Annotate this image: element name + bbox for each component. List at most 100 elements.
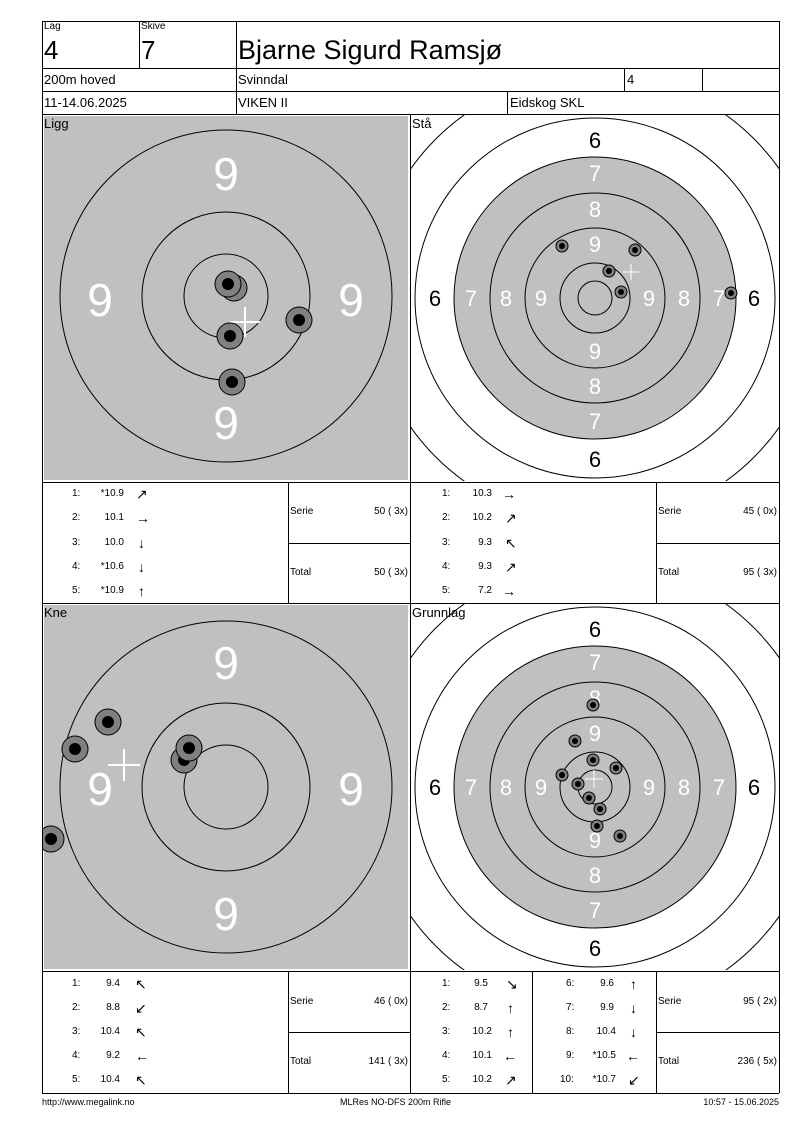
direction-arrow-icon: ↖ [505,535,517,551]
direction-arrow-icon: ↑ [507,1024,514,1040]
grunnlag-title: Grunnlag [412,605,466,620]
shot-marks [555,698,627,843]
list-item: 5: 7.2 → [442,583,516,599]
direction-arrow-icon: ↖ [135,1024,147,1040]
direction-arrow-icon: ↗ [505,510,517,526]
list-item: 2: 10.2 ↗ [442,510,517,526]
ligg-serie-value: 50 ( 3x) [374,506,408,517]
direction-arrow-icon: ↗ [136,486,148,502]
kne-title: Kne [44,605,68,620]
list-item: 2: 8.8 ↙ [72,1000,147,1016]
ligg-total-value: 50 ( 3x) [374,567,408,578]
lag-label: Lag [44,21,61,32]
list-item: 4: 9.2 ← [72,1048,149,1064]
direction-arrow-icon: → [136,510,150,526]
direction-arrow-icon: ↙ [135,1000,147,1016]
list-item: 3: 10.2 ↑ [442,1024,514,1040]
sta-serie-label: Serie [658,506,682,517]
club-label: Svinndal [238,72,288,87]
list-item: 7: 9.9 ↓ [566,1000,637,1016]
grunnlag-serie-label: Serie [658,996,682,1007]
ring-number: 9 [338,274,364,326]
ring-number: 9 [213,148,239,200]
list-item: 2: 10.1 → [72,510,150,526]
direction-arrow-icon: ↗ [505,559,517,575]
sta-serie-value: 45 ( 0x) [743,506,777,517]
direction-arrow-icon: → [502,583,516,599]
ligg-target: 9 9 9 9 [44,116,408,480]
direction-arrow-icon: ← [135,1048,149,1064]
direction-arrow-icon: ↑ [630,976,637,992]
sta-total-label: Total [658,567,680,578]
kne-serie-value: 46 ( 0x) [374,996,408,1007]
direction-arrow-icon: → [502,486,516,502]
center-cross-icon [623,264,639,280]
list-item: 2: 8.7 ↑ [442,1000,514,1016]
list-item: 1: 9.5 ↘ [442,976,518,992]
ligg-title: Ligg [44,116,69,131]
ring-number: 8 [589,197,601,222]
grunnlag-serie-value: 95 ( 2x) [743,996,777,1007]
ring-number: 6 [429,775,441,800]
grunnlag-total-label: Total [658,1056,680,1067]
venue-label: Eidskog SKL [510,95,585,110]
list-item: 1: 9.4 ↖ [72,976,147,992]
direction-arrow-icon: ↖ [135,1072,147,1088]
ring-number: 7 [589,161,601,186]
kne-total-label: Total [290,1056,312,1067]
sta-total-value: 95 ( 3x) [743,567,777,578]
list-item: 5: 10.4 ↖ [72,1072,147,1088]
ring-number: 6 [589,617,601,642]
ring-number: 9 [643,775,655,800]
list-item: 3: 10.0 ↓ [72,535,145,551]
ring-number: 9 [213,397,239,449]
direction-arrow-icon: ← [503,1048,517,1064]
center-cross-icon [230,307,260,337]
shot-marks [214,270,313,396]
sta-target: 6 6 6 6 7 7 7 7 8 8 8 8 9 9 9 9 [411,115,779,481]
district-label: VIKEN II [238,95,288,110]
ring-number: 9 [87,274,113,326]
ring-number: 6 [429,286,441,311]
ring-number: 7 [713,775,725,800]
ring-number: 8 [589,374,601,399]
center-cross-icon [585,770,603,788]
ring-number: 7 [465,775,477,800]
ring-number: 7 [713,286,725,311]
direction-arrow-icon: ↓ [630,1024,637,1040]
list-item: 5: 10.2 ↗ [442,1072,517,1088]
direction-arrow-icon: ↑ [507,1000,514,1016]
kne-target-background [44,605,408,969]
direction-arrow-icon: ↘ [506,976,518,992]
footer-url[interactable]: http://www.megalink.no [42,1097,135,1107]
class-label: 4 [627,72,635,87]
shot-marks [43,708,203,853]
date-label: 11-14.06.2025 [44,95,127,110]
list-item: 5: *10.9 ↑ [72,583,145,599]
ring-number: 8 [678,286,690,311]
ring-number: 9 [643,286,655,311]
ring-number: 9 [589,721,601,746]
list-item: 4: 10.1 ← [442,1048,517,1064]
ring-number: 8 [589,863,601,888]
kne-target: 9 9 9 9 [43,605,408,969]
ring-number: 6 [748,775,760,800]
ring-number: 8 [500,775,512,800]
direction-arrow-icon: ↓ [138,559,145,575]
list-item: 1: 10.3 → [442,486,516,502]
ring-number: 9 [589,232,601,257]
ring-number: 8 [500,286,512,311]
list-item: 4: 9.3 ↗ [442,559,517,575]
skive-value: 7 [141,35,156,65]
list-item: 6: 9.6 ↑ [566,976,637,992]
ring-9-outer [59,129,393,463]
ring-number: 6 [589,447,601,472]
shot-marks [555,239,738,300]
list-item: 3: 10.4 ↖ [72,1024,147,1040]
ring-number: 8 [678,775,690,800]
ring-number: 6 [589,128,601,153]
kne-serie-label: Serie [290,996,314,1007]
ring-number: 9 [589,828,601,853]
kne-total-value: 141 ( 3x) [368,1056,408,1067]
shooter-name: Bjarne Sigurd Ramsjø [238,35,503,65]
